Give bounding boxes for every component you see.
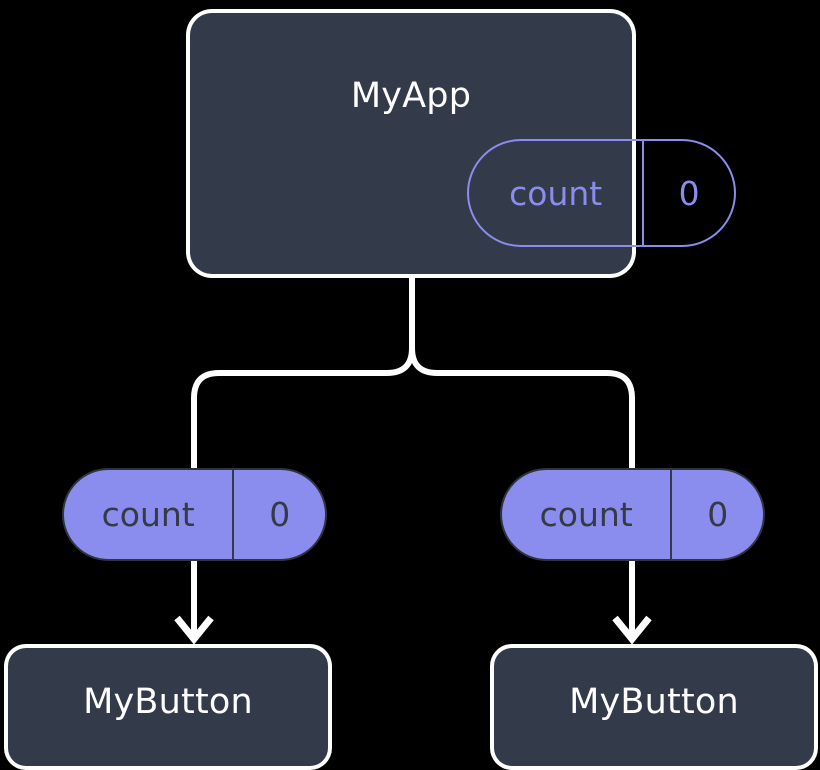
props-value-label: 0 bbox=[269, 495, 291, 534]
props-key-label: count bbox=[64, 470, 235, 559]
wire-branch-right bbox=[409, 345, 635, 471]
state-value-label: 0 bbox=[678, 173, 700, 213]
props-value-label: 0 bbox=[707, 495, 729, 534]
props-pill-left[interactable]: count 0 bbox=[62, 468, 327, 561]
props-key-label: count bbox=[502, 470, 673, 559]
component-node-mybutton-right[interactable]: MyButton bbox=[494, 648, 814, 766]
component-node-myapp[interactable]: MyApp count 0 bbox=[190, 13, 736, 274]
component-title-mybutton: MyButton bbox=[83, 682, 253, 722]
component-title-myapp: MyApp bbox=[350, 76, 472, 116]
arrow-head-left-icon bbox=[174, 615, 214, 645]
props-pill-right[interactable]: count 0 bbox=[500, 468, 765, 561]
state-key-label: count bbox=[469, 141, 645, 245]
component-node-mybutton-left[interactable]: MyButton bbox=[8, 648, 328, 766]
component-title-mybutton: MyButton bbox=[569, 682, 739, 722]
arrow-head-right-icon bbox=[612, 615, 652, 645]
state-pill-myapp[interactable]: count 0 bbox=[467, 139, 736, 247]
wire-branch-left bbox=[191, 345, 415, 471]
